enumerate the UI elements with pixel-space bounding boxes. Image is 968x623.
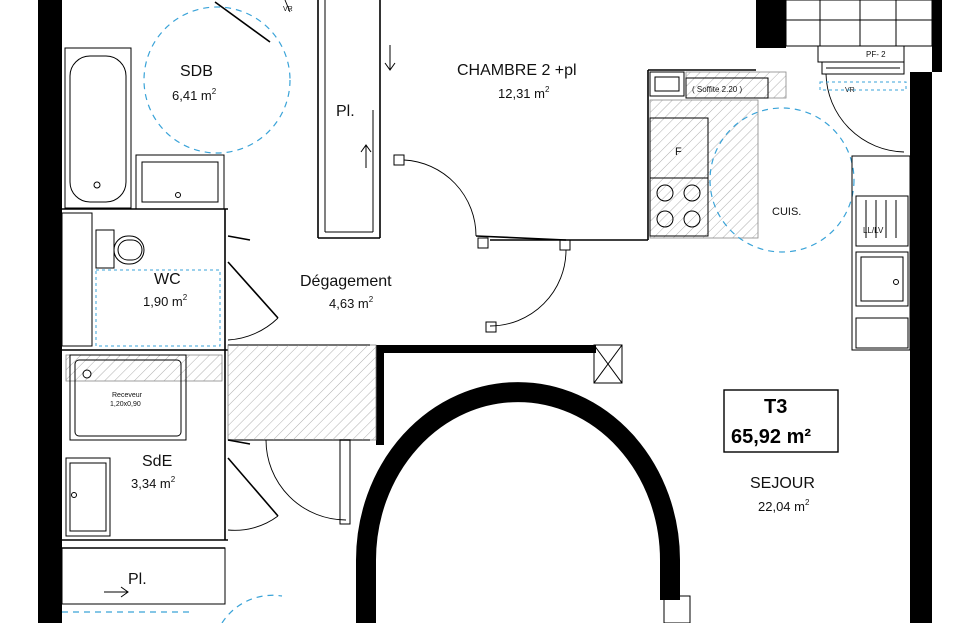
room-label-degagement: Dégagement 4,63 m2 <box>300 273 392 311</box>
sejour-area: 22,04 m2 <box>758 498 810 514</box>
degagement-name: Dégagement <box>300 273 392 290</box>
sde-door <box>227 439 279 531</box>
wc-dashed-zone <box>95 269 221 347</box>
right-exterior-wall <box>910 72 932 623</box>
vr-top-label: VR <box>283 6 293 13</box>
sdb-door <box>214 0 291 43</box>
bottom-turning-circle-right <box>221 594 283 623</box>
wc-name: WC <box>154 271 181 288</box>
sdb-area: 6,41 m2 <box>172 87 217 103</box>
stair-arch <box>356 382 680 623</box>
apartment-total-area: 65,92 m² <box>731 426 811 448</box>
room-label-sdb: SDB 6,41 m2 <box>172 63 217 103</box>
wc-area: 1,90 m2 <box>143 293 188 309</box>
kitchen-cabinets: ( Soffite 2.20 ) F <box>649 71 787 239</box>
wc-door-frame <box>227 235 251 241</box>
left-exterior-wall <box>38 0 62 623</box>
placard-top: Pl. <box>324 0 396 233</box>
pf-window: PF- 2 VR <box>817 45 907 153</box>
sdb-sink <box>135 154 225 210</box>
chambre-door <box>393 154 567 249</box>
arrow-right-icon <box>104 586 129 598</box>
arrow-up-icon <box>360 144 372 168</box>
room-label-chambre2: CHAMBRE 2 +pl 12,31 m2 <box>457 62 577 101</box>
room-label-wc: WC 1,90 m2 <box>143 271 188 309</box>
right-wall-top <box>932 0 942 72</box>
top-right-wall-post <box>756 0 786 48</box>
room-label-sejour: SEJOUR 22,04 m2 <box>750 475 815 514</box>
sdb-turning-circle <box>143 6 291 154</box>
arrow-down-icon <box>384 45 396 71</box>
degagement-area: 4,63 m2 <box>329 295 374 311</box>
corridor-hatch <box>227 344 377 441</box>
sde-area: 3,34 m2 <box>131 475 176 491</box>
sde-hatch <box>65 354 223 382</box>
shower-tray: Receveur 1,20x0,90 <box>69 354 187 441</box>
sejour-name: SEJOUR <box>750 475 815 492</box>
wc-toilet <box>95 229 145 269</box>
placard-top-label: Pl. <box>336 103 355 120</box>
wc-left-panel <box>61 212 93 347</box>
room-label-sde: SdE 3,34 m2 <box>131 453 176 491</box>
placard-bottom: Pl. <box>61 547 226 605</box>
placard-bottom-label: Pl. <box>128 571 147 588</box>
degagement-door-bottom <box>265 439 351 525</box>
kitchen-name: CUIS. <box>772 206 801 218</box>
apartment-type: T3 <box>764 396 787 418</box>
shaft-box <box>593 344 623 384</box>
sde-name: SdE <box>142 453 172 470</box>
soffite-label: ( Soffite 2.20 ) <box>692 85 742 94</box>
small-fixture <box>663 595 691 623</box>
lllv-unit: LL/LV <box>851 155 911 351</box>
receveur-label-2: 1,20x0,90 <box>110 401 141 408</box>
sejour-door <box>485 239 571 333</box>
apartment-badge: T3 65,92 m² <box>723 389 839 453</box>
pf-label: PF- 2 <box>866 50 886 59</box>
sdb-name: SDB <box>180 63 213 80</box>
fridge-label: F <box>675 146 682 158</box>
chambre2-name: CHAMBRE 2 +pl <box>457 62 577 79</box>
kitchen-turning-circle <box>709 107 855 253</box>
wc-door <box>227 261 279 341</box>
balcony-grid <box>785 0 933 47</box>
lllv-label: LL/LV <box>863 226 884 235</box>
sde-sink <box>65 457 111 537</box>
chambre2-area: 12,31 m2 <box>498 85 550 101</box>
bathtub <box>64 47 132 209</box>
receveur-label-1: Receveur <box>112 392 143 399</box>
